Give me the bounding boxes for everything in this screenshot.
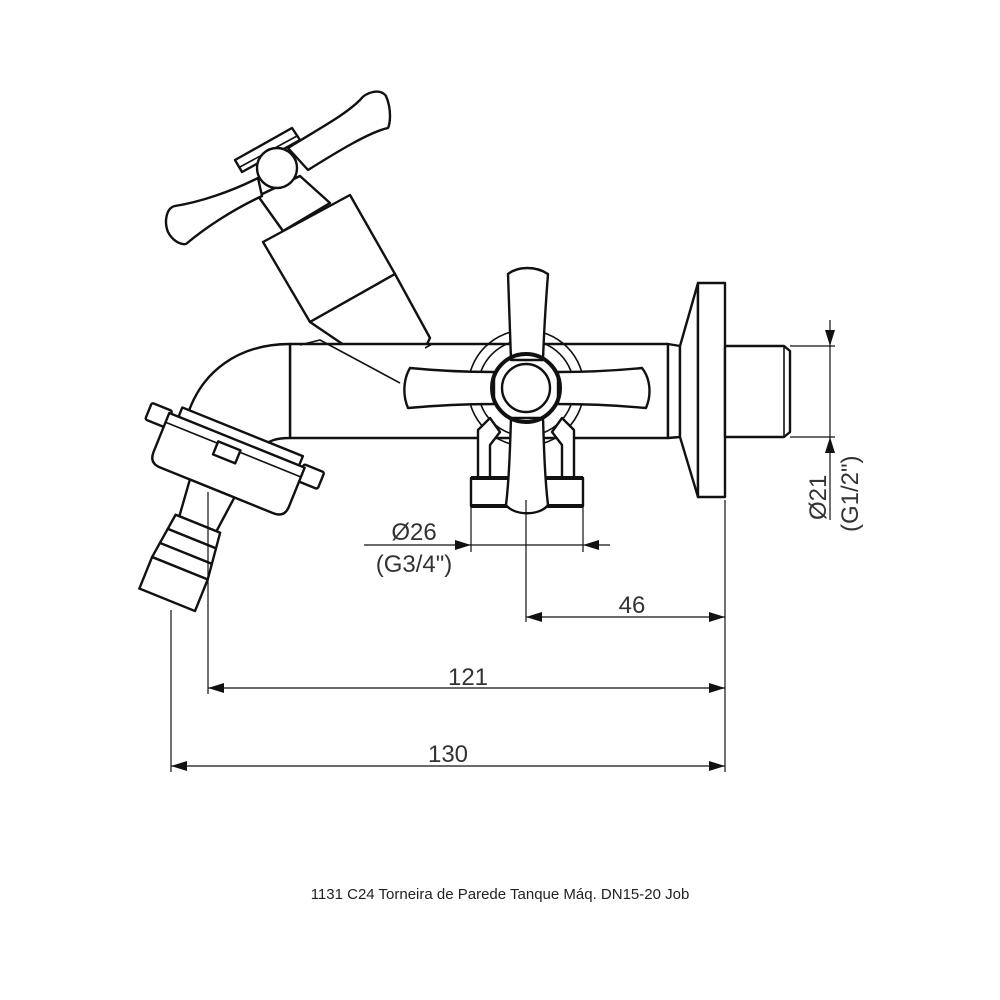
leg-left [476,416,502,480]
dim-label-g34: (G3/4") [376,551,453,578]
dim-label-121: 121 [448,664,488,691]
drawing-caption: 1131 C24 Torneira de Parede Tanque Máq. … [310,886,690,903]
dimensions: 46 121 130 Ø26 (G3/4") Ø21 (G1/2") [170,320,864,772]
leg-right [550,416,576,480]
dim-label-d21: Ø21 [805,475,832,520]
wall-connection [666,281,792,499]
front-handle-hub-inner [500,362,552,414]
dim-label-46: 46 [619,592,646,619]
front-valve [403,266,651,515]
arrow-121-left [208,683,224,693]
arrow-46-left [526,612,542,622]
wall-flange [696,281,727,499]
arrow-130-left [171,761,187,771]
upper-valve-joint-right [424,343,433,349]
arrow-d21-top [825,330,835,346]
upper-handle-arm-right [286,90,392,172]
arrow-130-right [709,761,725,771]
front-handle-arm-right [556,366,651,410]
front-handle-arm-bottom [504,416,550,515]
arrow-d26-left [455,540,471,550]
arrow-d26-right [583,540,599,550]
barb-tip [138,555,209,613]
upper-handle-boss [255,146,299,190]
dim-label-130: 130 [428,741,468,768]
front-handle-hub-outer [490,352,562,424]
flange-neck [666,342,682,440]
arrow-46-right [709,612,725,622]
arrow-d21-bottom [825,437,835,453]
flange-cone [678,281,700,499]
dim-label-g12: (G1/2") [837,455,864,532]
threaded-inlet [723,344,792,439]
upper-valve-joint [299,339,401,384]
upper-valve [164,90,432,385]
front-handle-arm-top [506,266,550,362]
upper-handle-arm-left [164,176,264,246]
hose-connector [138,402,325,613]
connector-tab [211,440,242,465]
dim-label-d26: Ø26 [391,519,436,546]
arrow-121-right [709,683,725,693]
connector-nut [151,411,306,516]
front-handle-arm-left [403,366,496,410]
